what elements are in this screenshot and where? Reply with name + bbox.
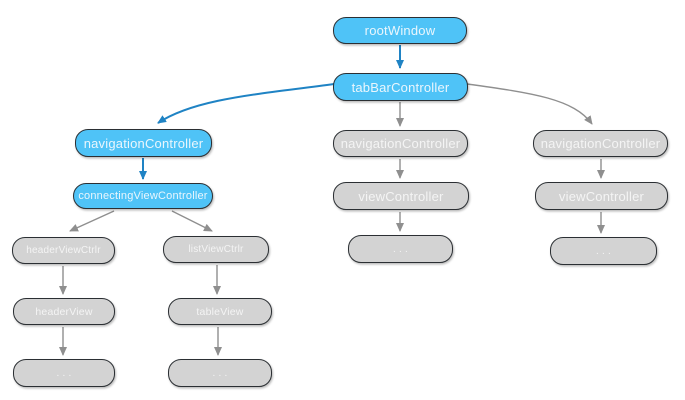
node-dots-right: . . . (550, 237, 657, 265)
node-label: listViewCtrlr (188, 244, 244, 255)
edge-tabbar-navright (466, 83, 593, 125)
node-dots-table: . . . (168, 359, 272, 387)
node-navigation-controller-middle: navigationController (333, 130, 468, 157)
node-list-view-ctrlr: listViewCtrlr (163, 236, 269, 263)
node-dots-header: . . . (13, 359, 115, 387)
node-label: navigationController (540, 136, 661, 151)
edge-connecting-headerviewctrlr (69, 210, 115, 232)
node-label: tabBarController (351, 79, 450, 95)
node-label: . . . (596, 245, 611, 257)
node-connecting-view-controller: connectingViewController (73, 183, 213, 209)
node-label: viewController (558, 188, 645, 204)
node-label: . . . (393, 243, 408, 255)
node-label: tableView (196, 305, 244, 318)
node-view-controller-right: viewController (535, 182, 668, 210)
node-label: viewController (358, 188, 444, 204)
node-label: . . . (212, 367, 228, 379)
node-navigation-controller-right: navigationController (533, 130, 668, 157)
node-label: navigationController (340, 136, 461, 151)
node-label: . . . (56, 367, 72, 379)
node-label: rootWindow (364, 23, 436, 38)
node-tab-bar-controller: tabBarController (333, 73, 468, 101)
node-root-window: rootWindow (333, 17, 467, 44)
node-view-controller-middle: viewController (333, 182, 469, 210)
edge-connecting-listviewctrlr (171, 210, 213, 232)
node-navigation-controller-left: navigationController (75, 129, 212, 157)
node-header-view: headerView (13, 298, 115, 325)
node-header-view-ctrlr: headerViewCtrlr (12, 237, 115, 264)
node-label: navigationController (83, 135, 204, 151)
node-label: connectingViewController (78, 190, 208, 202)
node-dots-middle: . . . (348, 235, 453, 263)
node-label: headerViewCtrlr (26, 245, 101, 256)
node-label: headerView (35, 305, 93, 318)
node-table-view: tableView (168, 298, 272, 325)
edge-tabbar-navleft (157, 83, 335, 124)
